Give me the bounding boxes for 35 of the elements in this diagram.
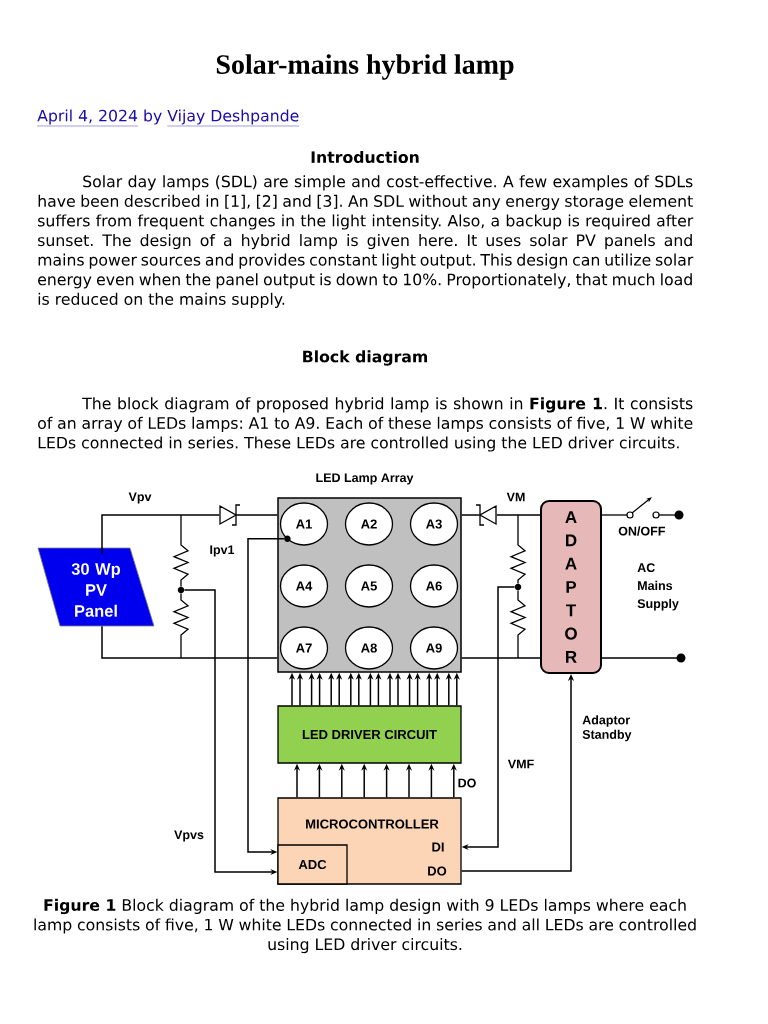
wire: [495, 514, 541, 516]
resistor-wire: [509, 589, 527, 659]
switch-label: ON/OFF: [618, 526, 665, 536]
adaptor-box: A D A P T O R: [540, 500, 602, 674]
edge-label: VMF: [507, 759, 534, 769]
paragraph: Solar day lamps (SDL) are simple and cost-effective. A few examples of SDLs have been described in [1], [2] and [3]. An SDL without any energy storage element suffers from frequent changes in the light intensity. Also, a backup is required after sunset. The design of a hybrid lamp is given here. It uses solar PV panels and mains power sources and provides constant light output. This design can utilize solar energy even when the panel output is down to 10%. Proportionately, that much load is reduced on the mains supply.: [38, 175, 694, 308]
resistor-wire: [172, 514, 190, 588]
resistor-wire: [509, 514, 527, 585]
edge-label: Vpv: [128, 492, 152, 504]
pv-panel: 30 Wp PV Panel: [37, 547, 155, 627]
byline-text: by: [144, 109, 162, 125]
edge-label: VM: [506, 492, 525, 502]
edge-label: Ipv1: [210, 545, 235, 557]
wire: [235, 514, 278, 516]
edge-label: DO: [458, 778, 476, 788]
driver-box: LED DRIVER CIRCUIT: [277, 705, 462, 764]
wire: [101, 625, 278, 659]
figure-caption: Figure 1 Block diagram of the hybrid lamp design with 9 LEDs lamps where each lamp consists of five, 1 W white LEDs connected in series and all LEDs are controlled using LED driver circuits.: [34, 898, 696, 954]
supply-label: AC Mains Supply: [637, 563, 679, 611]
edge-label: Vpvs: [174, 830, 204, 842]
diode-symbol: [475, 504, 497, 526]
section-heading: Block diagram: [303, 350, 428, 366]
resistor-wire: [172, 592, 190, 659]
title: Solar-mains hybrid lamp: [216, 54, 514, 80]
section-heading: Introduction: [311, 150, 419, 164]
wire: [461, 657, 541, 659]
node-label: LED Lamp Array: [316, 473, 414, 485]
wire: [101, 514, 221, 555]
wire: [461, 514, 481, 516]
date-link: April 4, 2024: [37, 109, 139, 127]
adc-box: ADC: [277, 844, 348, 885]
paragraph: The block diagram of proposed hybrid lamp is shown in Figure 1. It consists of an array of LEDs lamps: A1 to A9. Each of these lamps consists of five, 1 W white LEDs connected in series. These LEDs are controlled using the LED driver circuits.: [38, 397, 693, 452]
edge-label: Adaptor Standby: [582, 715, 632, 742]
diode-symbol: [219, 504, 241, 526]
author-link: Vijay Deshpande: [167, 109, 300, 127]
